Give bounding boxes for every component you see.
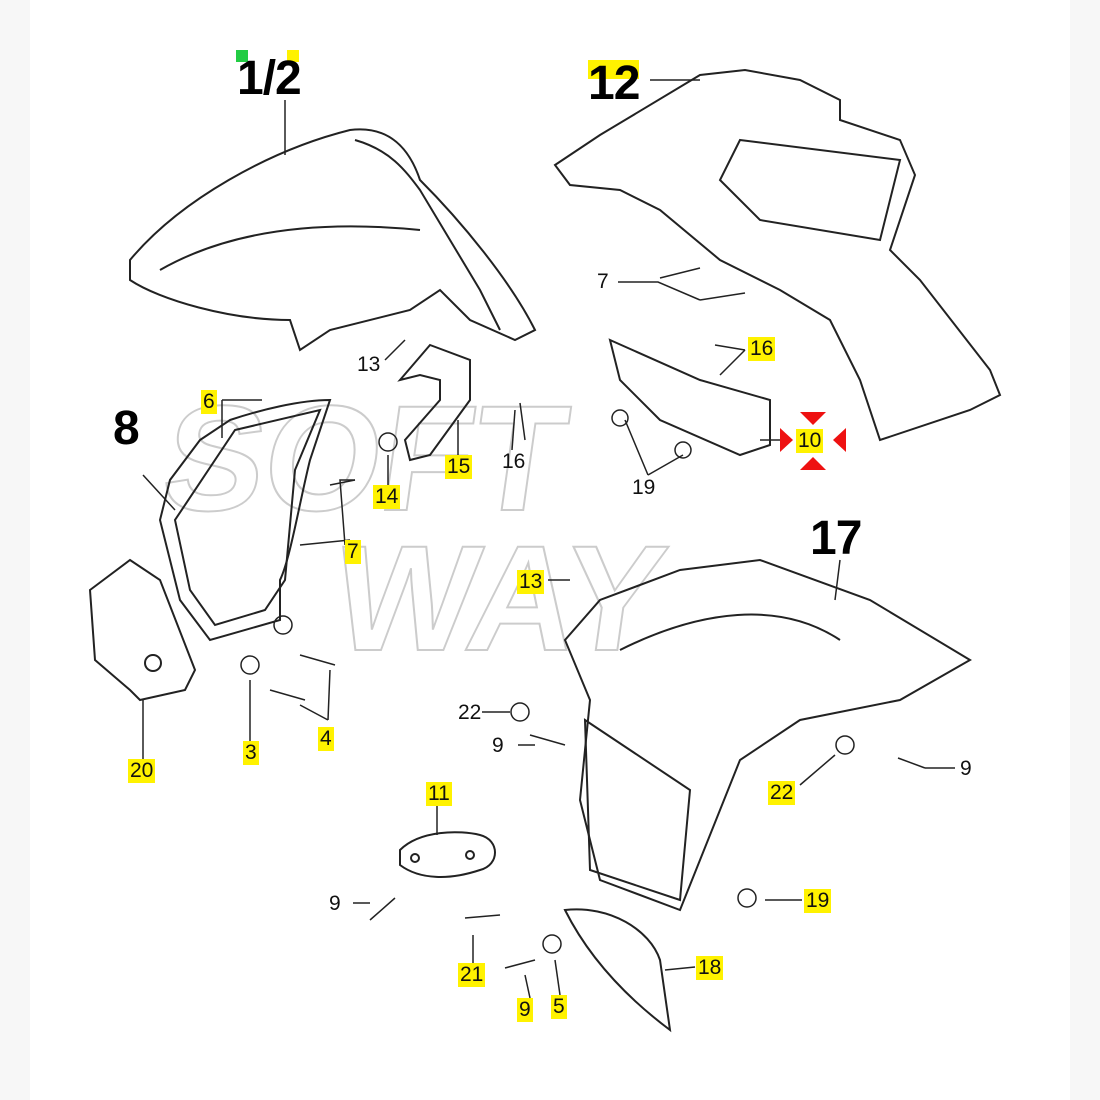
callout-19: 19 <box>804 889 832 913</box>
part-plate-20 <box>88 558 197 702</box>
callout-20: 20 <box>128 759 156 783</box>
callout-13: 13 <box>357 353 381 376</box>
part-side-bracket <box>158 398 332 642</box>
part-inner-panel <box>553 68 1002 442</box>
callout-9: 9 <box>329 892 341 915</box>
callout-7: 7 <box>345 540 361 564</box>
callout-5: 5 <box>551 995 567 1019</box>
callout-22: 22 <box>768 781 796 805</box>
callout-19: 19 <box>632 476 656 499</box>
label-8: 8 <box>113 402 140 455</box>
callout-9: 9 <box>492 734 504 757</box>
callout-10: 10 <box>796 429 824 453</box>
svg-text:WAY: WAY <box>324 515 675 682</box>
part-plate-11 <box>399 831 496 878</box>
leader-lines <box>142 79 955 999</box>
callout-6: 6 <box>201 390 217 414</box>
label-12: 12 <box>588 57 640 110</box>
green-marker <box>236 50 248 62</box>
part-inner-fender-17 <box>563 558 972 912</box>
callout-14: 14 <box>373 485 401 509</box>
part-flap-18 <box>563 908 672 1033</box>
callout-9: 9 <box>517 998 533 1022</box>
callout-13: 13 <box>517 570 545 594</box>
callout-11: 11 <box>426 782 452 806</box>
diagram-sheet <box>30 0 1070 1100</box>
callout-18: 18 <box>696 956 724 980</box>
yellow-marker <box>287 50 299 62</box>
label-1-2: 1/2 <box>237 52 302 105</box>
callout-16: 16 <box>502 450 526 473</box>
label-17: 17 <box>810 512 862 565</box>
callout-9: 9 <box>960 757 972 780</box>
callout-15: 15 <box>445 455 473 479</box>
callout-22: 22 <box>458 701 482 724</box>
callout-16: 16 <box>748 337 776 361</box>
part-trim-10 <box>608 338 771 457</box>
hardware-fasteners <box>240 267 926 969</box>
watermark: SOFT <box>154 375 577 542</box>
part-bracket-15 <box>397 343 471 462</box>
callout-4: 4 <box>318 727 334 751</box>
callout-21: 21 <box>458 963 486 987</box>
callout-3: 3 <box>243 741 259 765</box>
part-front-fender <box>129 128 537 352</box>
callout-7: 7 <box>597 270 609 293</box>
